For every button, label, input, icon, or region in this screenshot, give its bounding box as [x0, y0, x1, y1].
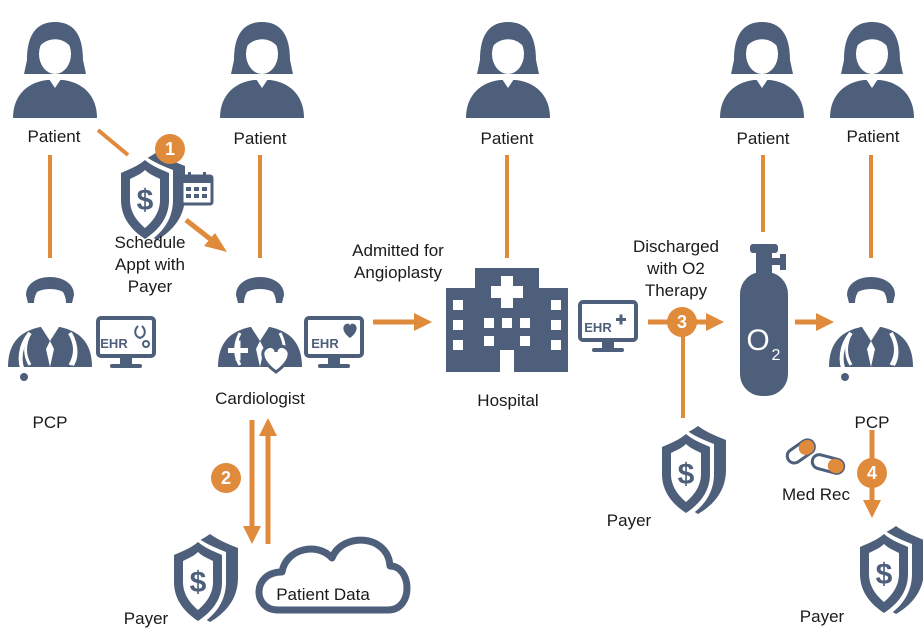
- payer-shield-icon-bottom-left: [170, 534, 238, 626]
- step-badge-3: 3: [667, 307, 697, 337]
- patient-data-label: Patient Data: [276, 585, 370, 604]
- calendar-icon: [180, 172, 214, 206]
- arrow-data-to-cardiologist: [259, 418, 277, 436]
- cardiologist-doctor-icon: [216, 275, 304, 374]
- pcp-doctor-icon-2: [827, 275, 915, 386]
- arrow-discharge-to-oxygen: [706, 313, 724, 331]
- ehr-monitor-icon-pcp: EHR: [96, 316, 156, 370]
- med-rec-label: Med Rec: [781, 485, 851, 504]
- svg-text:O: O: [746, 324, 769, 357]
- arrow-cardiologist-to-hospital: [414, 313, 432, 331]
- payer-label-middle: Payer: [606, 511, 652, 530]
- patient-label-1: Patient: [27, 127, 81, 146]
- step-badge-1: 1: [155, 134, 185, 164]
- payer-label-bottom-right: Payer: [799, 607, 845, 626]
- pcp-label-1: PCP: [32, 413, 68, 432]
- hospital-icon: [446, 268, 568, 372]
- discharged-annotation-line-1: Discharged: [633, 237, 719, 256]
- payer-shield-icon-schedule: [117, 152, 185, 244]
- patient-label-4: Patient: [736, 129, 790, 148]
- cardiologist-label: Cardiologist: [215, 389, 305, 408]
- pills-icon: [785, 438, 846, 475]
- patient-label-3: Patient: [480, 129, 534, 148]
- discharged-annotation-line-2: with O2: [647, 259, 705, 278]
- svg-text:EHR: EHR: [311, 336, 339, 351]
- ehr-monitor-icon-hospital: EHR: [578, 300, 638, 354]
- arrow-oxygen-to-pcp: [816, 313, 834, 331]
- patient-icon-4: [720, 22, 804, 118]
- payer-label-bottom-left: Payer: [123, 609, 169, 628]
- payer-shield-icon-middle: [658, 426, 726, 518]
- admitted-annotation-line-1: Admitted for: [352, 241, 444, 260]
- patient-icon-5: [830, 22, 914, 118]
- oxygen-tank-icon: O 2: [740, 244, 788, 396]
- payer-shield-icon-bottom-right: [856, 526, 923, 618]
- patient-label-2: Patient: [233, 129, 287, 148]
- step-badge-4: 4: [857, 458, 887, 488]
- arrow-schedule-to-cardiologist: [204, 233, 227, 252]
- cloud-icon: [255, 536, 411, 614]
- pcp-label-2: PCP: [854, 413, 890, 432]
- patient-icon-1: [13, 22, 97, 118]
- pcp-doctor-icon-1: [6, 275, 94, 386]
- svg-text:EHR: EHR: [584, 320, 612, 335]
- arrow-pcp-to-payer: [863, 500, 881, 518]
- schedule-annotation-line-3: Payer: [127, 277, 173, 296]
- patient1-to-schedule-line: [96, 128, 130, 157]
- patient-icon-3: [466, 22, 550, 118]
- schedule-annotation-line-2: Appt with: [115, 255, 185, 274]
- step-badge-2: 2: [211, 463, 241, 493]
- admitted-annotation-line-2: Angioplasty: [354, 263, 442, 282]
- arrow-cardiologist-to-data: [243, 526, 261, 544]
- patient-label-5: Patient: [846, 127, 900, 146]
- patient-icon-2: [220, 22, 304, 118]
- svg-text:2: 2: [772, 347, 781, 364]
- svg-text:EHR: EHR: [100, 336, 128, 351]
- hospital-label: Hospital: [477, 391, 539, 410]
- schedule-annotation-line-1: Schedule: [114, 233, 186, 252]
- discharged-annotation-line-3: Therapy: [644, 281, 708, 300]
- ehr-monitor-icon-cardiologist: EHR: [304, 316, 364, 370]
